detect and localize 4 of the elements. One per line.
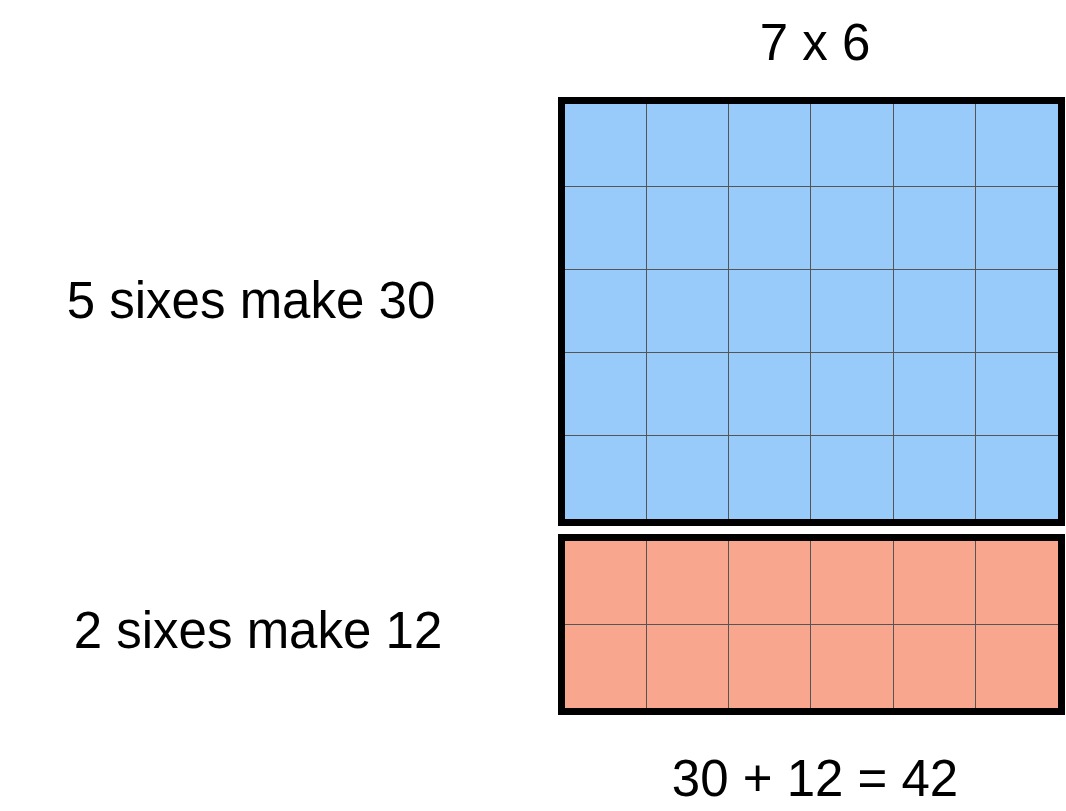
caption: 30 + 12 = 42: [671, 752, 959, 804]
row-label: 5 sixes make 30: [66, 274, 436, 326]
row-label: 2 sixes make 12: [73, 604, 443, 656]
title: 7 x 6: [759, 16, 871, 68]
